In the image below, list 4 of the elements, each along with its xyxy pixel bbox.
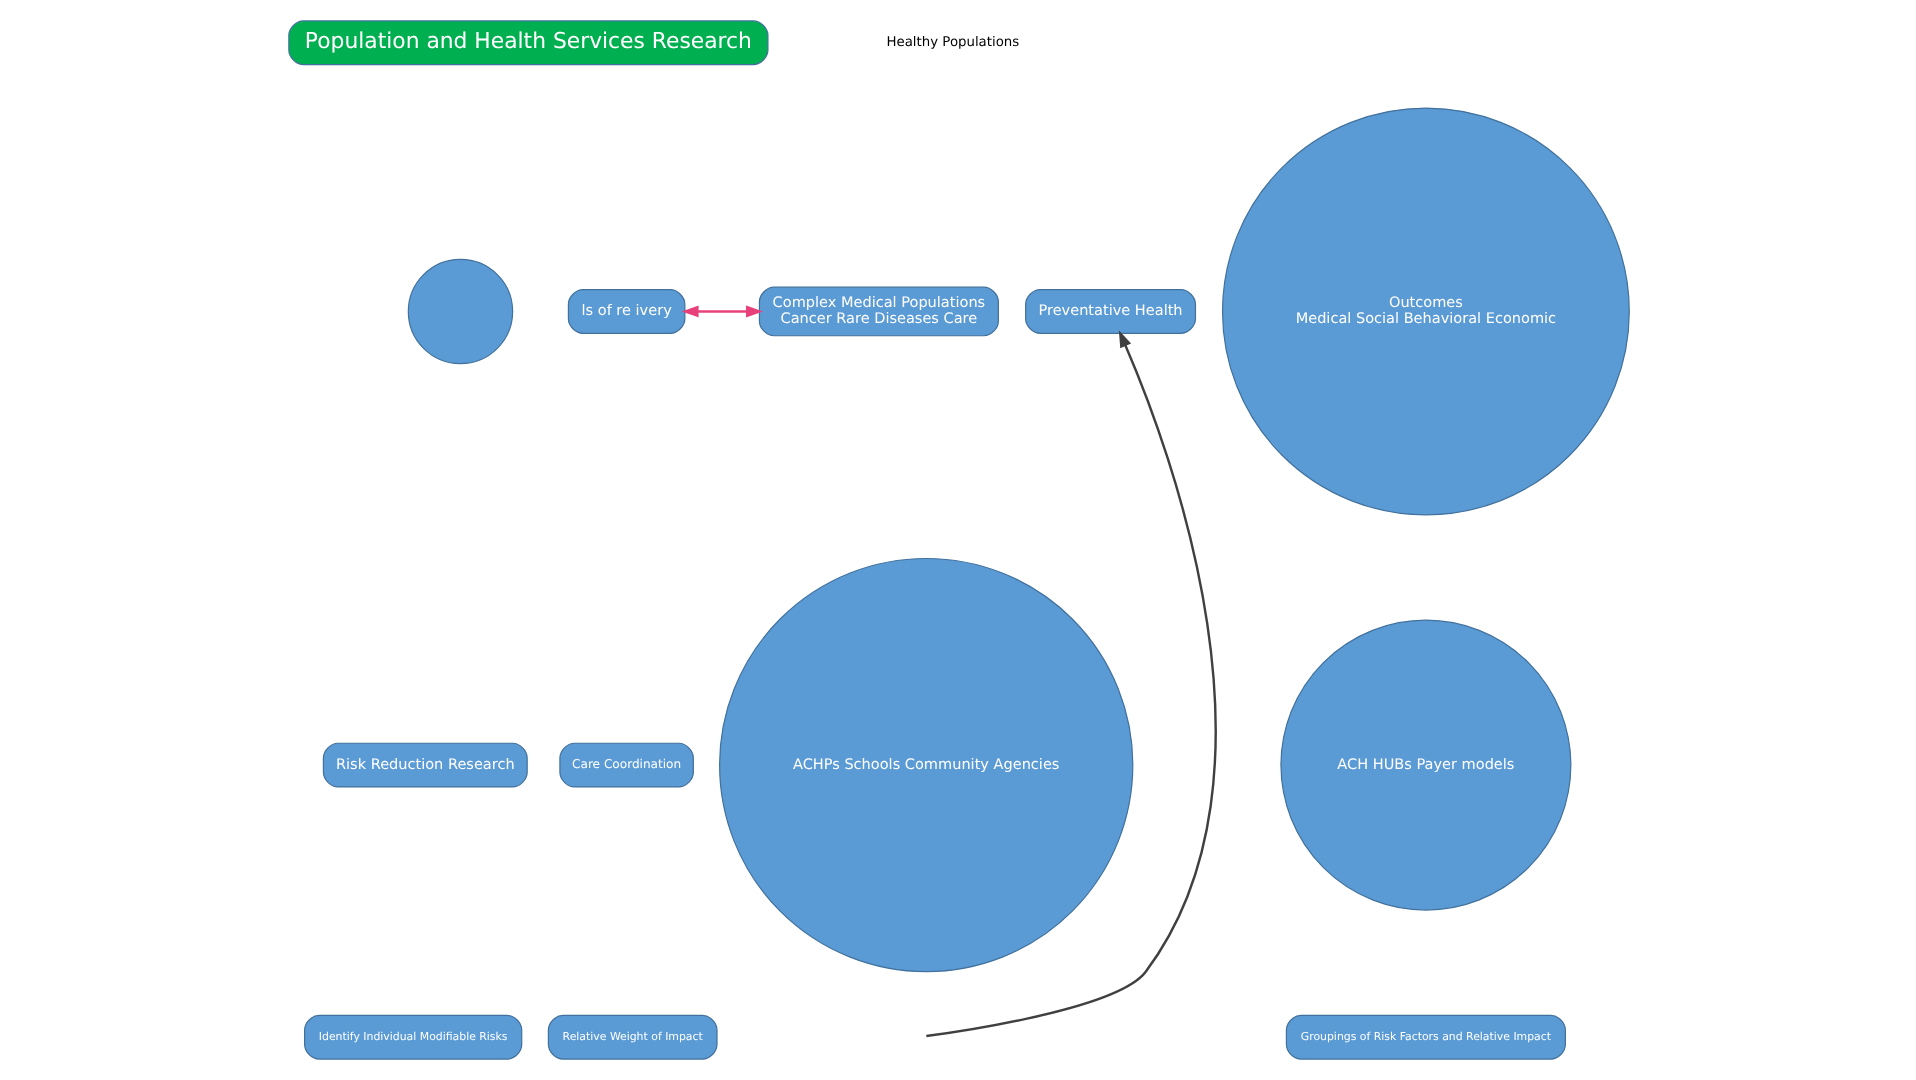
- node-box: Population and Health Services Research: [287, 20, 768, 66]
- arrow: [680, 305, 763, 318]
- node-circle: [406, 258, 513, 365]
- arrow: [925, 330, 1216, 1038]
